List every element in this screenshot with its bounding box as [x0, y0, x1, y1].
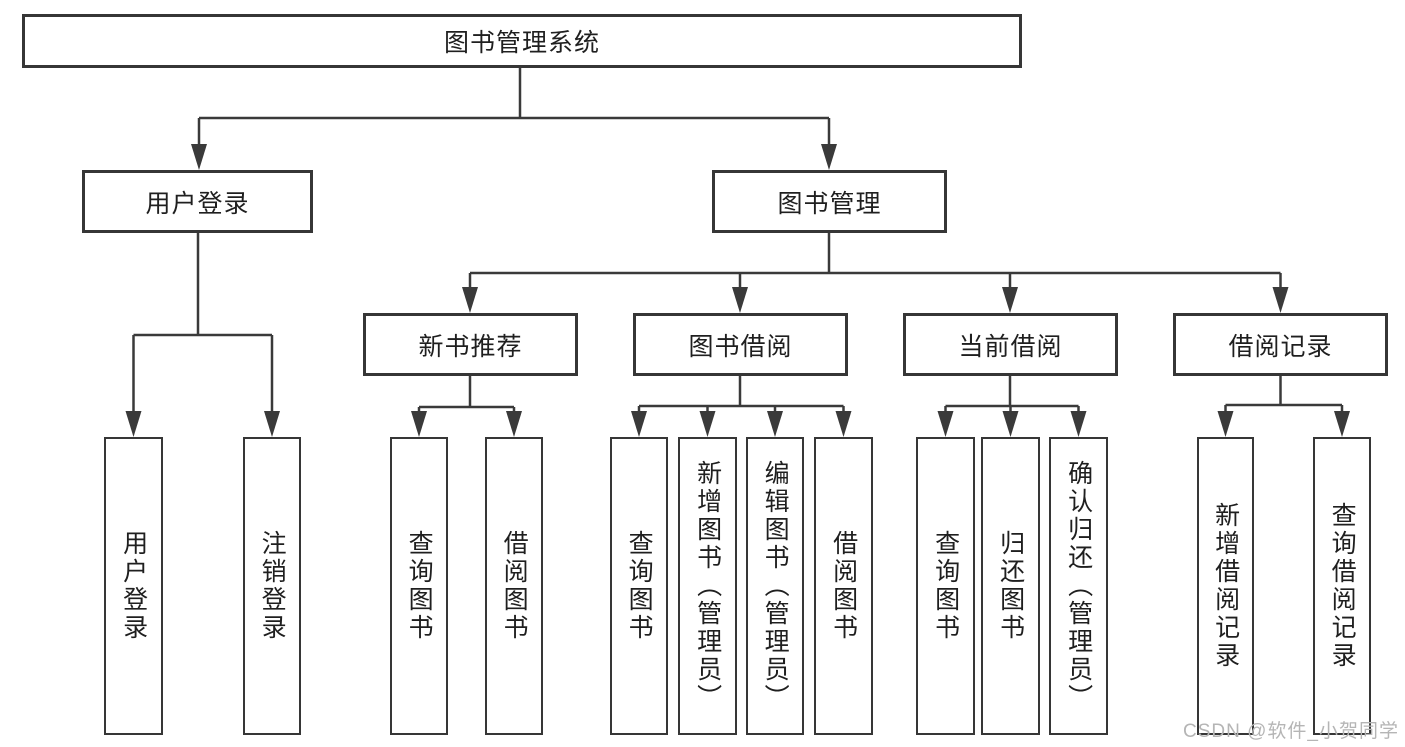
- leaf-query-books-borrow: 查询图书: [610, 437, 668, 735]
- node-book-borrowing: 图书借阅: [633, 313, 848, 376]
- leaf-add-borrow-record-label: 新增借阅记录: [1211, 502, 1240, 670]
- node-library-management-system: 图书管理系统: [22, 14, 1022, 68]
- leaf-edit-books-admin-label: 编辑图书（管理员）: [761, 460, 790, 712]
- connector-root-to-level2: [191, 68, 837, 170]
- leaf-query-books-current-label: 查询图书: [931, 530, 960, 642]
- connector-current-borrow-to-leaves: [937, 376, 1087, 437]
- leaf-query-borrow-record: 查询借阅记录: [1313, 437, 1371, 735]
- leaf-return-books: 归还图书: [981, 437, 1040, 735]
- leaf-confirm-return-admin-label: 确认归还（管理员）: [1064, 460, 1093, 712]
- connector-book-management-to-level3: [462, 233, 1289, 313]
- node-user-login: 用户登录: [82, 170, 313, 233]
- watermark-text: CSDN @软件_小贺同学: [1183, 721, 1399, 742]
- leaf-user-login: 用户登录: [104, 437, 163, 735]
- leaf-query-books-borrow-label: 查询图书: [625, 530, 654, 642]
- connector-book-borrow-to-leaves: [631, 376, 852, 437]
- leaf-query-books-current: 查询图书: [916, 437, 975, 735]
- leaf-add-books-admin: 新增图书（管理员）: [678, 437, 737, 735]
- leaf-borrow-books-newbook-label: 借阅图书: [500, 530, 529, 642]
- node-book-management: 图书管理: [712, 170, 947, 233]
- leaf-edit-books-admin: 编辑图书（管理员）: [746, 437, 804, 735]
- node-new-book-recommendation: 新书推荐: [363, 313, 578, 376]
- connector-borrow-records-to-leaves: [1217, 376, 1350, 437]
- leaf-add-borrow-record: 新增借阅记录: [1197, 437, 1254, 735]
- leaf-borrow-books-newbook: 借阅图书: [485, 437, 543, 735]
- leaf-confirm-return-admin: 确认归还（管理员）: [1049, 437, 1108, 735]
- leaf-add-books-admin-label: 新增图书（管理员）: [693, 460, 722, 712]
- leaf-borrow-books-borrow-label: 借阅图书: [829, 530, 858, 642]
- leaf-query-borrow-record-label: 查询借阅记录: [1328, 502, 1357, 670]
- leaf-return-books-label: 归还图书: [996, 530, 1025, 642]
- connector-user-login-to-leaves: [125, 233, 280, 437]
- node-current-borrowing: 当前借阅: [903, 313, 1118, 376]
- leaf-query-books-newbook: 查询图书: [390, 437, 448, 735]
- node-borrowing-records: 借阅记录: [1173, 313, 1388, 376]
- leaf-borrow-books-borrow: 借阅图书: [814, 437, 873, 735]
- leaf-logout-label: 注销登录: [258, 530, 287, 642]
- connector-new-book-to-leaves: [411, 376, 522, 437]
- leaf-user-login-label: 用户登录: [119, 530, 148, 642]
- leaf-query-books-newbook-label: 查询图书: [405, 530, 434, 642]
- leaf-logout: 注销登录: [243, 437, 301, 735]
